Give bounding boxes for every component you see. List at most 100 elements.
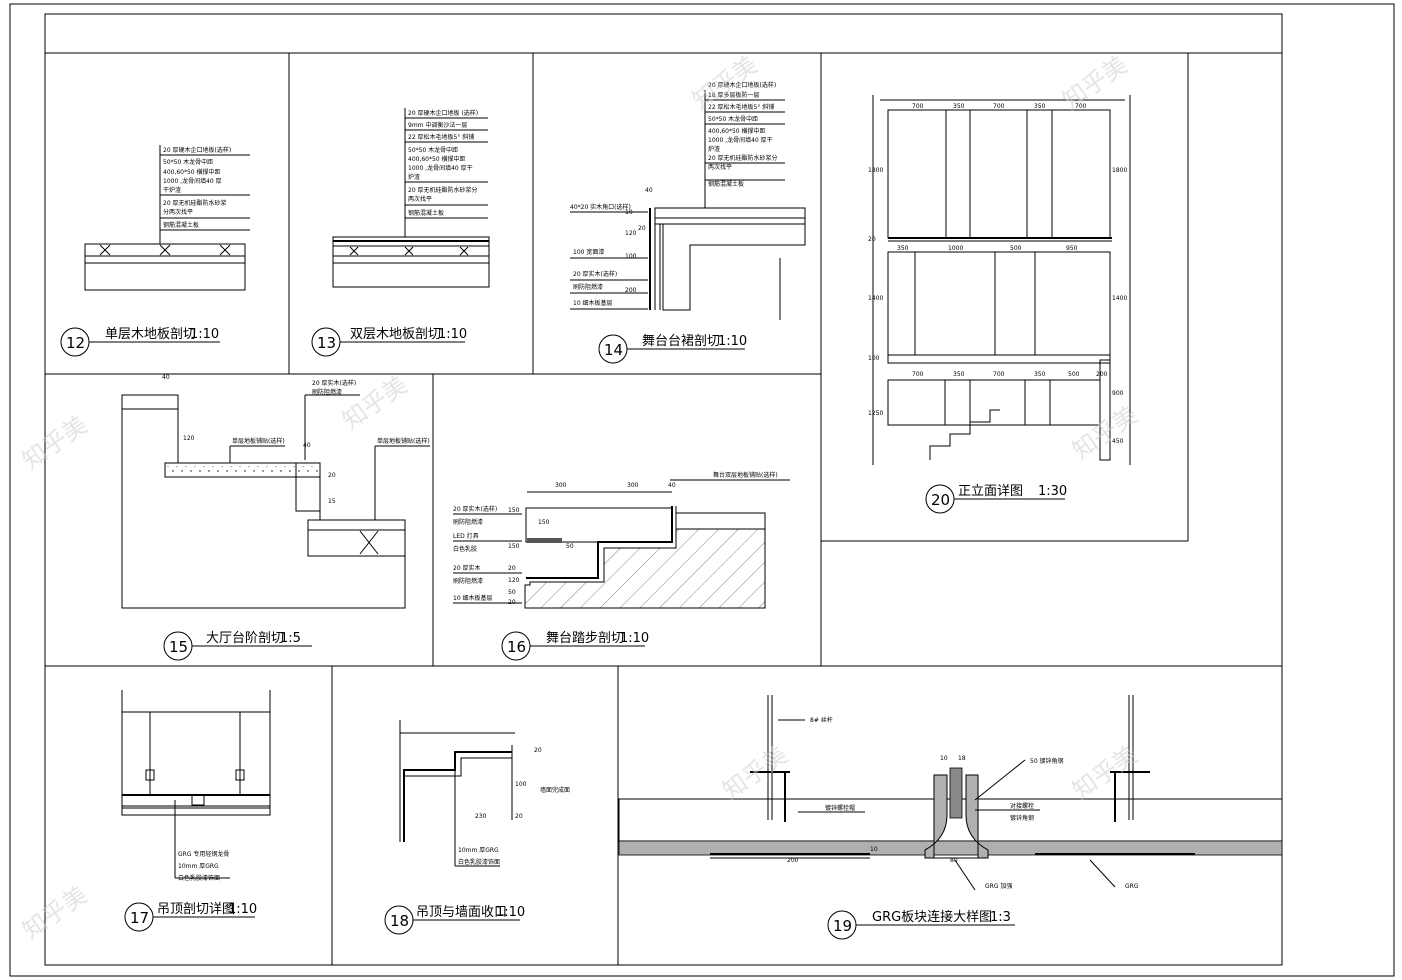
p20-vdim-l2: 20 [868,236,876,243]
p16-note-6: 20 厚实木 [453,564,481,572]
p13-note-2: 9mm 中调衡沙法一层 [408,121,467,129]
outer-border [9,3,1395,977]
p17-scale: 1:10 [228,902,257,917]
p16-dim-3: 40 [668,482,676,489]
p19-note-1: 8# 丝杆 [810,716,833,724]
p15-scale: 1:5 [280,631,301,646]
p19-dim-2: 18 [958,755,966,762]
p14-note-6: 1000 ,龙骨间填40 厚干 [708,136,773,144]
p20-row1-4: 350 [1034,103,1046,110]
p19-title: GRG板块连接大样图 [872,909,992,925]
p15-dim-3: 40 [303,442,311,449]
p13-note-7: 炉渣 [408,173,420,181]
p12-note-4: 1000 ,龙骨间填40 厚 [163,177,222,185]
p16-title: 舞台踏步剖切 [546,631,624,646]
p14-note-2: 18 厚多层板防一层 [708,91,760,99]
p14-side-5: 10 细木板基层 [573,299,613,307]
p12-title: 单层木地板剖切 [105,327,196,342]
p16-dim-4: 150 [538,519,550,526]
p15-note-2: 刷防阻燃漆 [312,388,342,396]
p19-dim-3: 10 [870,846,878,853]
p12-note-1: 20 厚硬木企口地板(选样) [163,146,231,154]
panel-19-grg-panel-connection: 8# 丝杆 50 镀锌角钢 镀锌螺栓帽 对接螺栓 镀锌角钢 GRG 加强 GRG… [618,695,1283,940]
p16-note-5: 白色乳胶 [453,545,477,553]
p14-dim-6: 200 [625,287,637,294]
panel-15-lobby-step-section: 20 厚实木(选样) 刷防阻燃漆 单层地板铺贴(选样) 单层地板铺贴(选样) 4… [121,374,430,661]
p16-dim-2: 300 [627,482,639,489]
p14-side-1: 40*20 实木角口(选样) [570,203,631,211]
p18-number: 18 [390,912,409,930]
p14-note-5: 400,60*50 横撑中距 [708,127,766,135]
p19-note-5: 镀锌角钢 [1010,814,1034,822]
p16-dim-10: 50 [508,589,516,596]
p19-number: 19 [833,917,852,935]
p13-note-10: 钢筋混凝土板 [408,209,444,217]
p16-dim-7: 150 [508,543,520,550]
p14-dim-5: 100 [625,253,637,260]
p19-note-7: GRG [1125,883,1139,890]
p15-dim-5: 20 [328,472,336,479]
p14-dim-3: 20 [638,225,646,232]
p12-note-8: 钢筋混凝土板 [163,221,199,229]
p20-vdim-l5: 1250 [868,410,883,417]
p14-number: 14 [604,341,623,359]
p20-scale: 1:30 [1038,484,1067,499]
p14-side-2: 100 宽面漆 [573,248,604,256]
p18-note-3: 白色乳胶漆饰面 [458,858,500,866]
p18-dim-3: 20 [515,813,523,820]
p14-note-4: 50*50 木龙骨中距 [708,115,758,123]
drawing-frame [44,13,1283,966]
p20-row1-1: 700 [912,103,924,110]
p16-note-8: 10 细木板基层 [453,594,493,602]
p16-dim-8: 20 [508,565,516,572]
p14-side-4: 刷防阻燃漆 [573,283,603,291]
panel-12-single-wood-floor-section: 20 厚硬木企口地板(选样) 50*50 木龙骨中距 400,60*50 横撑中… [60,145,250,357]
p15-dim-4: 15 [328,498,336,505]
p20-row3-3: 700 [993,371,1005,378]
p13-note-4: 50*50 木龙骨中距 [408,146,458,154]
p20-number: 20 [931,491,950,509]
p17-title: 吊顶剖切详图 [157,902,235,917]
p14-note-3: 22 厚松木毛地板5° 斜铺 [708,103,774,111]
p19-scale: 1:3 [990,910,1011,925]
p17-note-1: GRG 专用轻钢龙骨 [178,850,229,858]
p17-note-3: 白色乳胶漆饰面 [178,874,220,882]
p13-note-3: 22 厚松木毛地板5° 斜铺 [408,133,474,141]
p19-dim-1: 10 [940,755,948,762]
p16-note-1: 舞台双层地板铺贴(选样) [713,471,778,479]
p12-note-6: 20 厚无机硅酯防水砂浆 [163,199,227,207]
panel-17-ceiling-section: GRG 专用轻钢龙骨 10mm 厚GRG 白色乳胶漆饰面 17 吊顶剖切详图 1… [121,690,271,932]
p12-note-5: 干炉渣 [163,186,181,194]
p12-scale: 1:10 [190,327,219,342]
p16-dim-9: 120 [508,577,520,584]
p12-note-3: 400,60*50 横撑中距 [163,168,221,176]
p19-dim-4: 200 [787,857,799,864]
p20-vdim-r2: 1400 [1112,295,1127,302]
p16-dim-6: 150 [508,507,520,514]
p20-row1-2: 350 [953,103,965,110]
p19-dim-5: 80 [950,857,958,864]
p14-scale: 1:10 [718,334,747,349]
p14-note-8: 20 厚无机硅酯防水砂浆分 [708,154,778,162]
p16-note-3: 刷防阻燃漆 [453,518,483,526]
p14-note-1: 20 厚硬木企口地板(选样) [708,81,776,89]
p20-row1-5: 700 [1075,103,1087,110]
p13-title: 双层木地板剖切 [350,327,441,342]
p19-note-3: 镀锌螺栓帽 [825,804,855,812]
p14-dim-4: 120 [625,230,637,237]
p12-note-7: 分两次找平 [163,208,193,216]
p12-note-2: 50*50 木龙骨中距 [163,158,213,166]
p18-note-2: 10mm 厚GRG [458,847,499,854]
p20-vdim-l4: 100 [868,355,880,362]
p20-row3-2: 350 [953,371,965,378]
p20-row3-5: 500 [1068,371,1080,378]
p15-dim-2: 120 [183,435,195,442]
p19-note-4: 对接螺栓 [1010,802,1034,810]
p15-note-3: 单层地板铺贴(选样) [232,437,285,445]
p13-number: 13 [317,334,336,352]
p17-note-2: 10mm 厚GRG [178,863,219,870]
p18-dim-1: 20 [534,747,542,754]
p20-title: 正立面详图 [958,484,1023,499]
p15-number: 15 [169,638,188,656]
